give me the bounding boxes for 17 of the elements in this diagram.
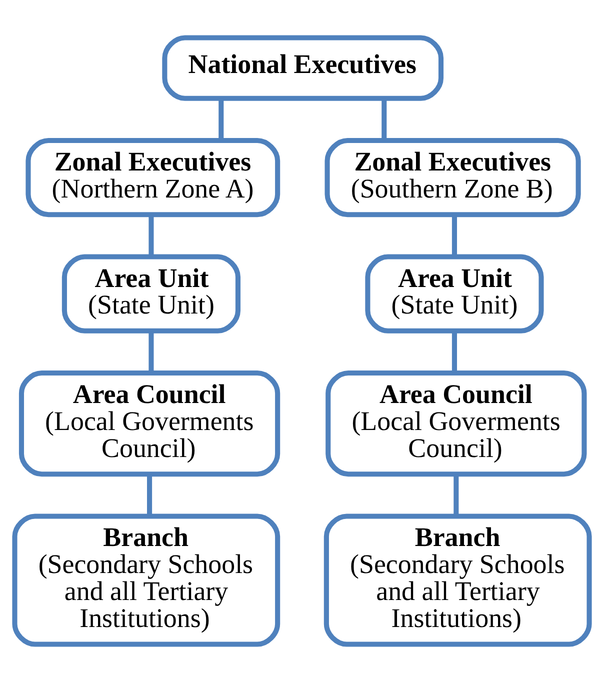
node-box: Area Unit (State Unit) <box>62 254 240 333</box>
node-box: Area Council (Local Goverments Council) <box>18 370 280 476</box>
node-box: Zonal Executives (Southern Zone B) <box>324 137 581 217</box>
connector <box>148 214 154 256</box>
connector <box>452 330 457 372</box>
node-box: Area Council (Local Goverments Council) <box>326 370 587 476</box>
connector <box>148 330 154 372</box>
node-box: National Executives <box>162 34 444 100</box>
connector <box>382 98 387 140</box>
connector <box>147 474 152 516</box>
node-box: Branch (Secondary Schools and all Tertiary Institutions) <box>324 513 592 646</box>
node-box: Area Unit (State Unit) <box>365 254 544 333</box>
connector <box>454 474 459 516</box>
connector <box>452 214 457 256</box>
node-box: Zonal Executives (Northern Zone A) <box>26 137 280 217</box>
node-box: Branch (Secondary Schools and all Tertiary Institutions) <box>12 513 280 646</box>
connector <box>218 98 224 140</box>
